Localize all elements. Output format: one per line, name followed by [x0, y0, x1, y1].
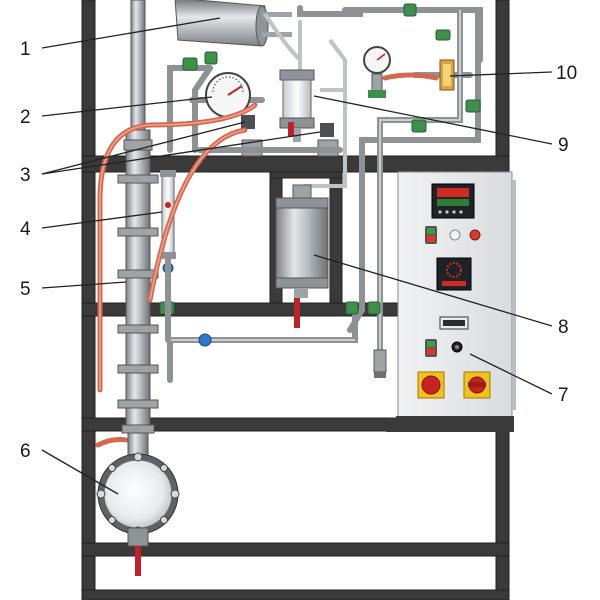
callout-1: 1	[20, 39, 31, 60]
emergency-stop-icon	[421, 375, 441, 395]
callout-9: 9	[558, 135, 569, 156]
red-indicator-lamp	[469, 229, 481, 241]
power-controller[interactable]	[436, 257, 472, 291]
reboiler	[96, 424, 180, 576]
temperature-controller[interactable]	[431, 183, 475, 219]
callout-4: 4	[20, 219, 31, 240]
control-panel	[386, 171, 516, 432]
callout-2: 2	[20, 107, 31, 128]
ball-valve-icon[interactable]	[288, 122, 294, 136]
heater-switch[interactable]	[425, 226, 437, 244]
solenoid-valves[interactable]	[197, 115, 343, 157]
leader-lines	[41, 17, 553, 495]
small-pressure-gauge	[363, 46, 391, 98]
callout-5: 5	[20, 279, 31, 300]
hour-counter	[439, 316, 469, 330]
digital-controller-icon	[438, 210, 463, 214]
pump-switch[interactable]	[425, 339, 437, 357]
needle-valve[interactable]	[198, 333, 212, 347]
feed-tank	[275, 184, 329, 328]
fittings	[159, 3, 481, 315]
rotameter	[160, 170, 176, 343]
distillation-column	[117, 129, 159, 431]
reflux-separator	[279, 69, 315, 142]
callout-10: 10	[556, 63, 577, 84]
white-indicator-lamp	[449, 229, 461, 241]
callout-3: 3	[20, 165, 31, 186]
emergency-stop-button[interactable]	[417, 371, 445, 399]
main-switch[interactable]	[463, 371, 491, 399]
flowmeter	[382, 59, 455, 91]
callout-7: 7	[558, 385, 569, 406]
condenser	[130, 0, 292, 151]
callout-6: 6	[20, 441, 31, 462]
cooling-hoses	[95, 12, 302, 448]
callout-8: 8	[558, 317, 569, 338]
